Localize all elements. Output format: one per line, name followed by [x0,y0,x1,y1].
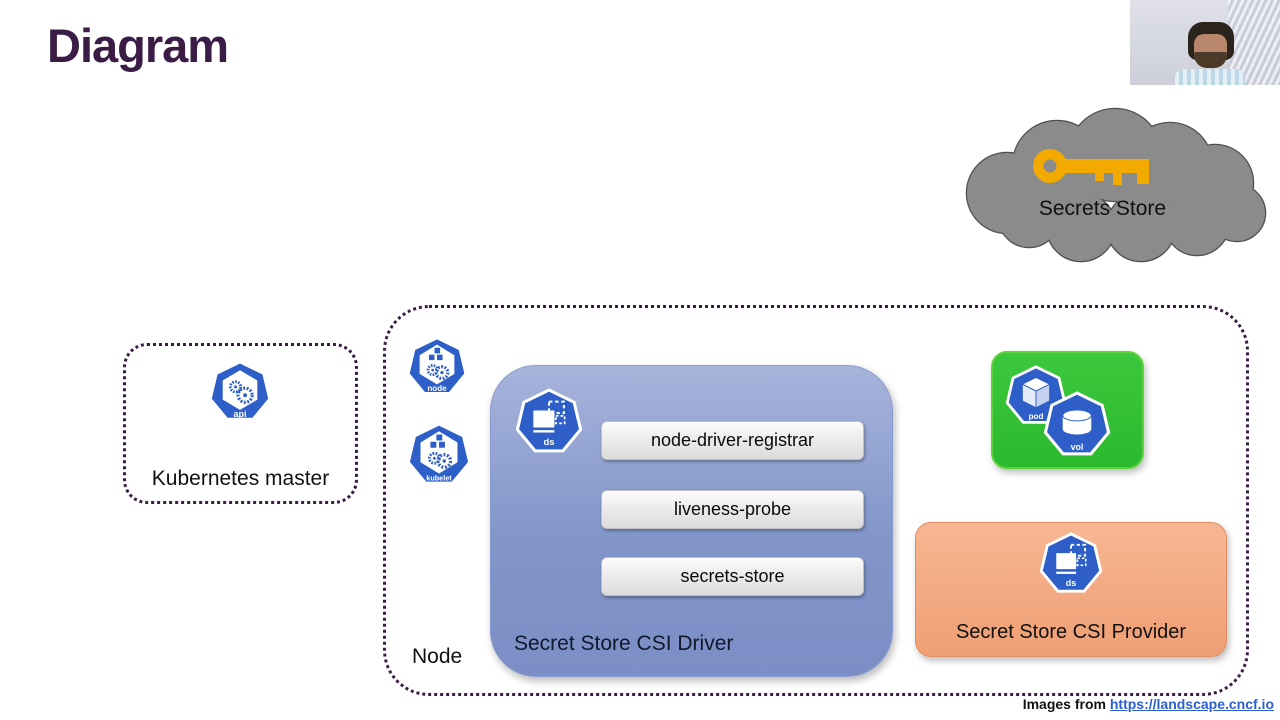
node-box: node kubelet Node ds [383,305,1249,696]
kubernetes-master-label: Kubernetes master [151,467,330,490]
daemonset-icon: ds [1039,532,1103,596]
presenter-shirt [1175,69,1245,85]
csi-driver-box: ds node-driver-registrar liveness-probe … [490,365,893,677]
attribution: Images from https://landscape.cncf.io [1023,696,1274,712]
volume-icon: vol [1043,391,1111,459]
svg-text:vol: vol [1071,442,1084,452]
pod-icon: pod [1005,365,1067,427]
container-secrets-store: secrets-store [601,557,864,596]
cncf-landscape-link[interactable]: https://landscape.cncf.io [1109,696,1274,712]
kubernetes-node-icon: node [406,336,468,398]
page-title: Diagram [47,19,229,72]
svg-text:pod: pod [1029,412,1044,421]
container-liveness-probe: liveness-probe [601,490,864,529]
svg-text:ds: ds [1066,578,1076,588]
kubernetes-kubelet-icon: kubelet [406,422,472,488]
attribution-prefix: Images from [1022,696,1106,712]
node-label: Node [412,645,463,668]
svg-text:kubelet: kubelet [426,474,452,483]
csi-provider-box: ds Secret Store CSI Provider [915,522,1227,657]
presenter-webcam [1130,0,1280,85]
daemonset-icon: ds [515,388,583,456]
kubernetes-api-icon: api [208,360,272,424]
cloud-shape [965,107,1267,263]
presenter-beard [1194,52,1227,68]
svg-text:api: api [234,409,247,419]
secrets-store-cloud: Secrets Store [945,107,1270,265]
csi-provider-label: Secret Store CSI Provider [955,621,1187,643]
csi-driver-label: Secret Store CSI Driver [514,632,734,655]
secrets-store-label: Secrets Store [1038,197,1167,220]
pod-volume-group: pod vol [991,351,1144,469]
key-icon [1033,149,1149,185]
svg-text:ds: ds [543,437,554,448]
container-node-driver-registrar: node-driver-registrar [601,421,864,460]
kubernetes-master-box: api Kubernetes master [123,343,358,504]
svg-text:node: node [427,384,447,393]
